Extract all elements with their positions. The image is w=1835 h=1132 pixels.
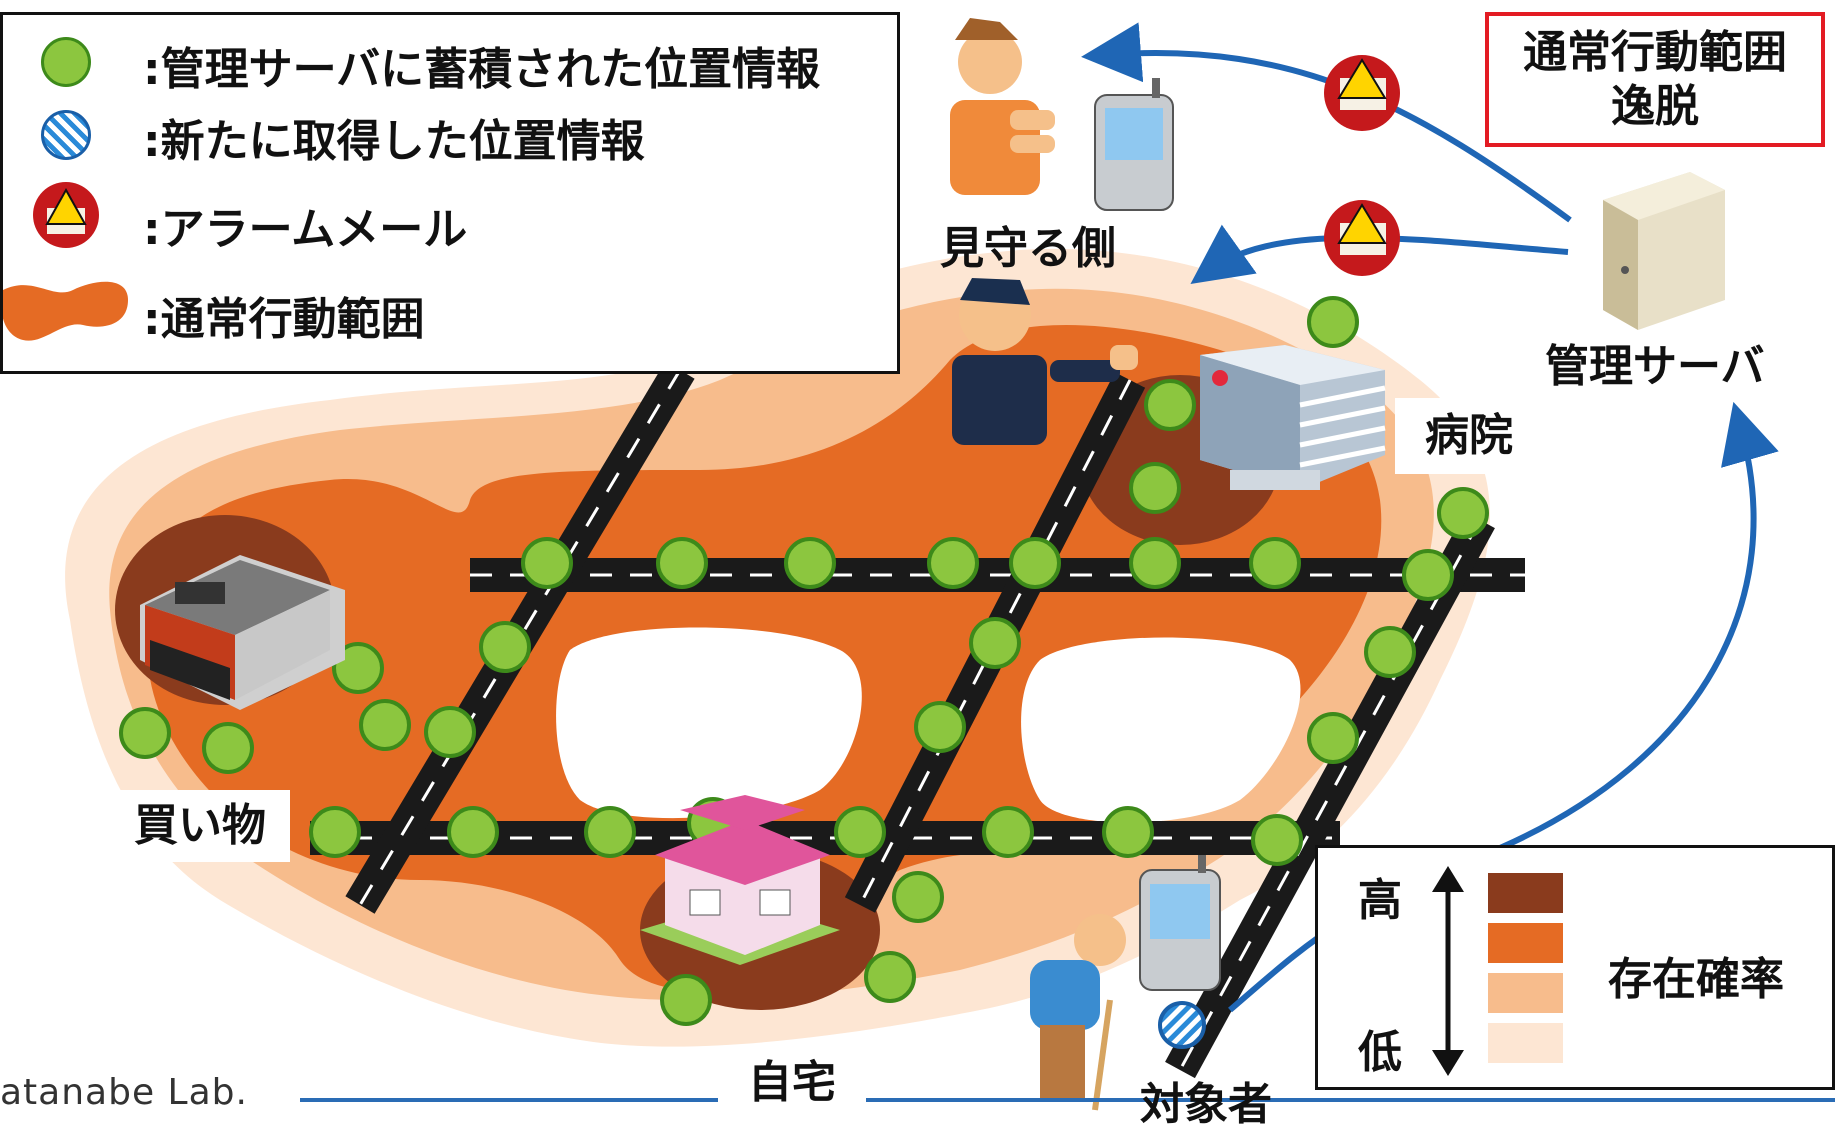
green-dot-icon (359, 699, 411, 751)
legend-new-location: :新たに取得した位置情報 (143, 116, 645, 167)
lab-logo: atanabe Lab. (0, 1072, 248, 1113)
striped-dot-icon (41, 110, 91, 160)
green-dot-icon (202, 722, 254, 774)
green-dot-icon (864, 951, 916, 1003)
alarm-mail-icon (1324, 55, 1400, 131)
hospital-icon (1200, 345, 1386, 490)
label-home: 自宅 (718, 1046, 866, 1120)
alarm-mail-icon (33, 182, 99, 248)
striped-dot-icon (1158, 1001, 1206, 1049)
alert-line-2: 逸脱 (1611, 81, 1699, 132)
green-dot-icon (1307, 712, 1359, 764)
green-dot-icon (424, 706, 476, 758)
probability-high-label: 高 (1358, 875, 1402, 926)
green-dot-icon (892, 871, 944, 923)
legend-stored-location: :管理サーバに蓄積された位置情報 (143, 44, 821, 95)
block-hole-right (1021, 637, 1301, 823)
watcher-person-icon (950, 18, 1055, 195)
green-dot-icon (1129, 537, 1181, 589)
green-dot-icon (914, 701, 966, 753)
swatch-high (1488, 873, 1563, 913)
legend-panel: :管理サーバに蓄積された位置情報 :新たに取得した位置情報 :アラームメール :… (0, 12, 900, 374)
green-dot-icon (1249, 537, 1301, 589)
green-dot-icon (784, 537, 836, 589)
green-dot-icon (1437, 487, 1489, 539)
green-dot-icon (982, 806, 1034, 858)
legend-alarm-mail: :アラームメール (143, 204, 468, 255)
deviation-alert-box: 通常行動範囲 逸脱 (1485, 12, 1825, 147)
alert-line-1: 通常行動範囲 (1523, 27, 1787, 78)
green-dot-icon (1402, 549, 1454, 601)
green-dot-icon (656, 537, 708, 589)
green-dot-icon (584, 806, 636, 858)
green-dot-icon (1144, 379, 1196, 431)
swatch-light (1488, 973, 1563, 1013)
probability-low-label: 低 (1358, 1027, 1402, 1078)
green-dot-icon (834, 806, 886, 858)
green-dot-icon (119, 707, 171, 759)
suited-person-icon (952, 278, 1138, 445)
green-dot-icon (41, 37, 91, 87)
green-dot-icon (1251, 814, 1303, 866)
probability-title: 存在確率 (1608, 954, 1784, 1005)
elderly-person-icon (1030, 914, 1126, 1111)
legend-normal-range: :通常行動範囲 (143, 294, 425, 345)
green-dot-icon (521, 537, 573, 589)
double-arrow-icon (1432, 866, 1464, 1076)
mobile-phone-icon (1139, 855, 1221, 991)
swatch-outer (1488, 1023, 1563, 1063)
label-watcher: 見守る側 (940, 223, 1116, 274)
label-server: 管理サーバ (1545, 341, 1765, 392)
orange-blob-icon (3, 281, 128, 341)
green-dot-icon (927, 537, 979, 589)
label-hospital: 病院 (1395, 398, 1543, 474)
green-dot-icon (479, 621, 531, 673)
green-dot-icon (660, 974, 712, 1026)
arrow-from-subject (1228, 401, 1779, 1013)
house-icon (640, 795, 840, 965)
shop-icon (140, 555, 345, 710)
label-subject: 対象者 (1140, 1079, 1272, 1130)
green-dot-icon (1102, 806, 1154, 858)
probability-legend: 高 低 存在確率 (1315, 845, 1835, 1090)
alarm-mail-icon (1324, 200, 1400, 276)
green-dot-icon (1307, 296, 1359, 348)
lab-name: atanabe Lab. (0, 1072, 248, 1113)
green-dot-icon (1009, 537, 1061, 589)
mobile-phone-icon (1094, 78, 1174, 211)
server-icon (1603, 172, 1725, 330)
green-dot-icon (309, 806, 361, 858)
block-hole-left (556, 627, 862, 819)
green-dot-icon (1129, 462, 1181, 514)
green-dot-icon (1364, 626, 1416, 678)
green-dot-icon (447, 806, 499, 858)
green-dot-icon (332, 642, 384, 694)
stored-location-points (119, 296, 1489, 1026)
label-shopping: 買い物 (110, 790, 290, 862)
green-dot-icon (969, 617, 1021, 669)
swatch-mid (1488, 923, 1563, 963)
